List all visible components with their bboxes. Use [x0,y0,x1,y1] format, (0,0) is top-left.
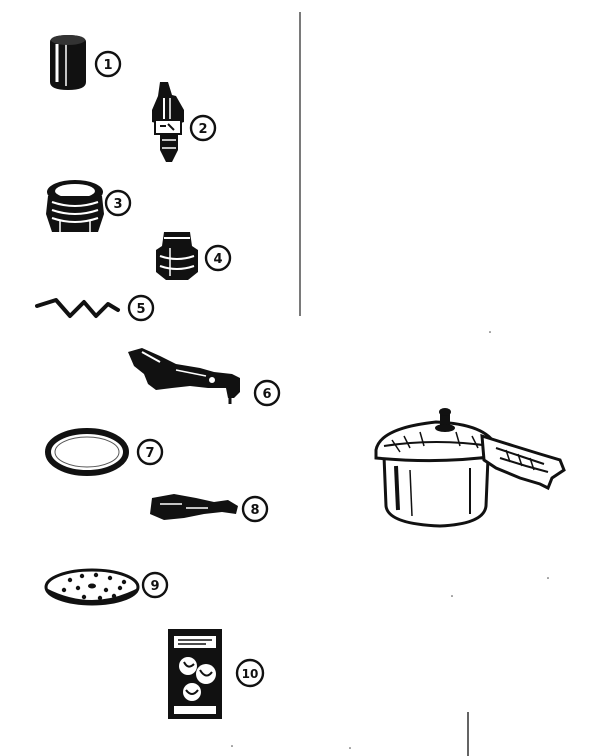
part-10-booklet-icon [168,629,222,719]
callout-label: 10 [242,667,259,681]
callout-label: 4 [213,252,222,267]
callout-label: 8 [250,503,259,518]
callout-label: 9 [150,579,159,594]
part-6-bracket-icon [128,348,240,404]
callout-7: 7 [138,440,162,464]
callout-10: 10 [237,660,263,686]
part-1-cap-icon [50,35,86,90]
callout-6: 6 [255,381,279,405]
callout-8: 8 [243,497,267,521]
callout-label: 6 [262,387,271,402]
part-9-perforated-rack-icon [46,570,138,604]
part-5-spring-wire-icon [37,300,118,316]
callout-label: 3 [113,197,122,212]
callout-3: 3 [106,191,130,215]
part-8-handle-lever-icon [150,494,238,520]
part-3-threaded-plug-icon [46,180,104,232]
callout-label: 7 [145,446,154,461]
callout-label: 2 [198,122,207,137]
callout-label: 1 [103,58,112,73]
pressure-cooker-assembly-icon [376,408,564,526]
callout-5: 5 [129,296,153,320]
callout-label: 5 [136,302,145,317]
part-2-valve-stem-icon [152,82,184,162]
part-7-gasket-ring-icon [48,431,126,473]
callout-9: 9 [143,573,167,597]
callout-1: 1 [96,52,120,76]
callout-2: 2 [191,116,215,140]
part-4-bushing-icon [156,232,198,280]
callout-4: 4 [206,246,230,270]
